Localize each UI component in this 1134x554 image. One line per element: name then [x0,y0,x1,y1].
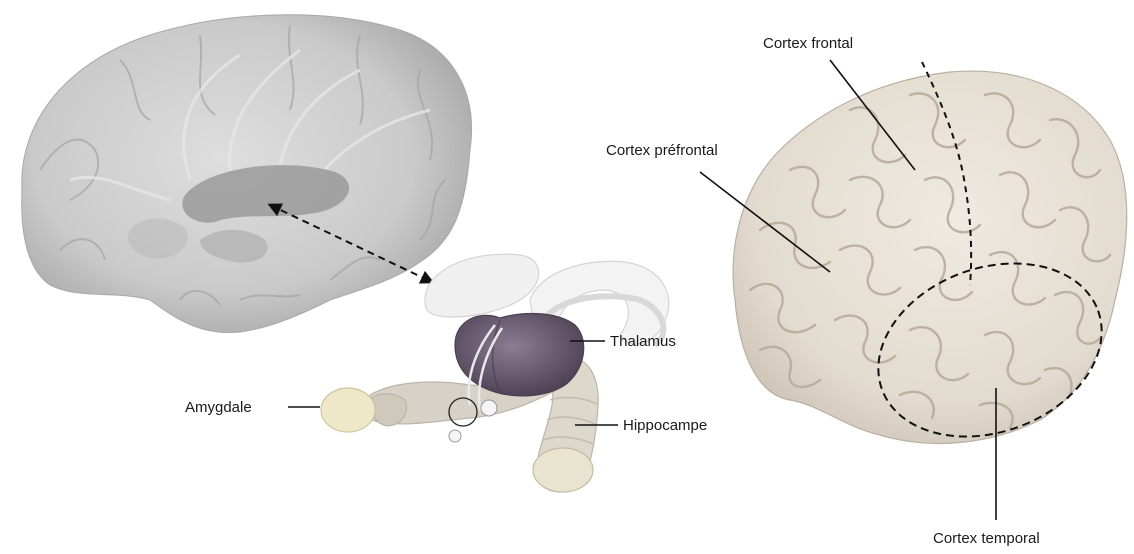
sagittal-brain-section [22,15,472,333]
lateral-brain-view [733,62,1127,466]
thalamus [455,314,584,396]
label-cortex-frontal: Cortex frontal [763,35,853,52]
caudate-ghost [425,254,539,317]
label-thalamus: Thalamus [610,333,676,350]
amygdala [321,388,375,432]
label-hippocampe: Hippocampe [623,417,707,434]
label-amygdale: Amygdale [185,399,252,416]
label-cortex-temporal: Cortex temporal [933,530,1040,547]
limbic-structures [321,254,669,492]
hippocampus-head [533,448,593,492]
label-cortex-prefrontal: Cortex préfrontal [606,142,718,159]
